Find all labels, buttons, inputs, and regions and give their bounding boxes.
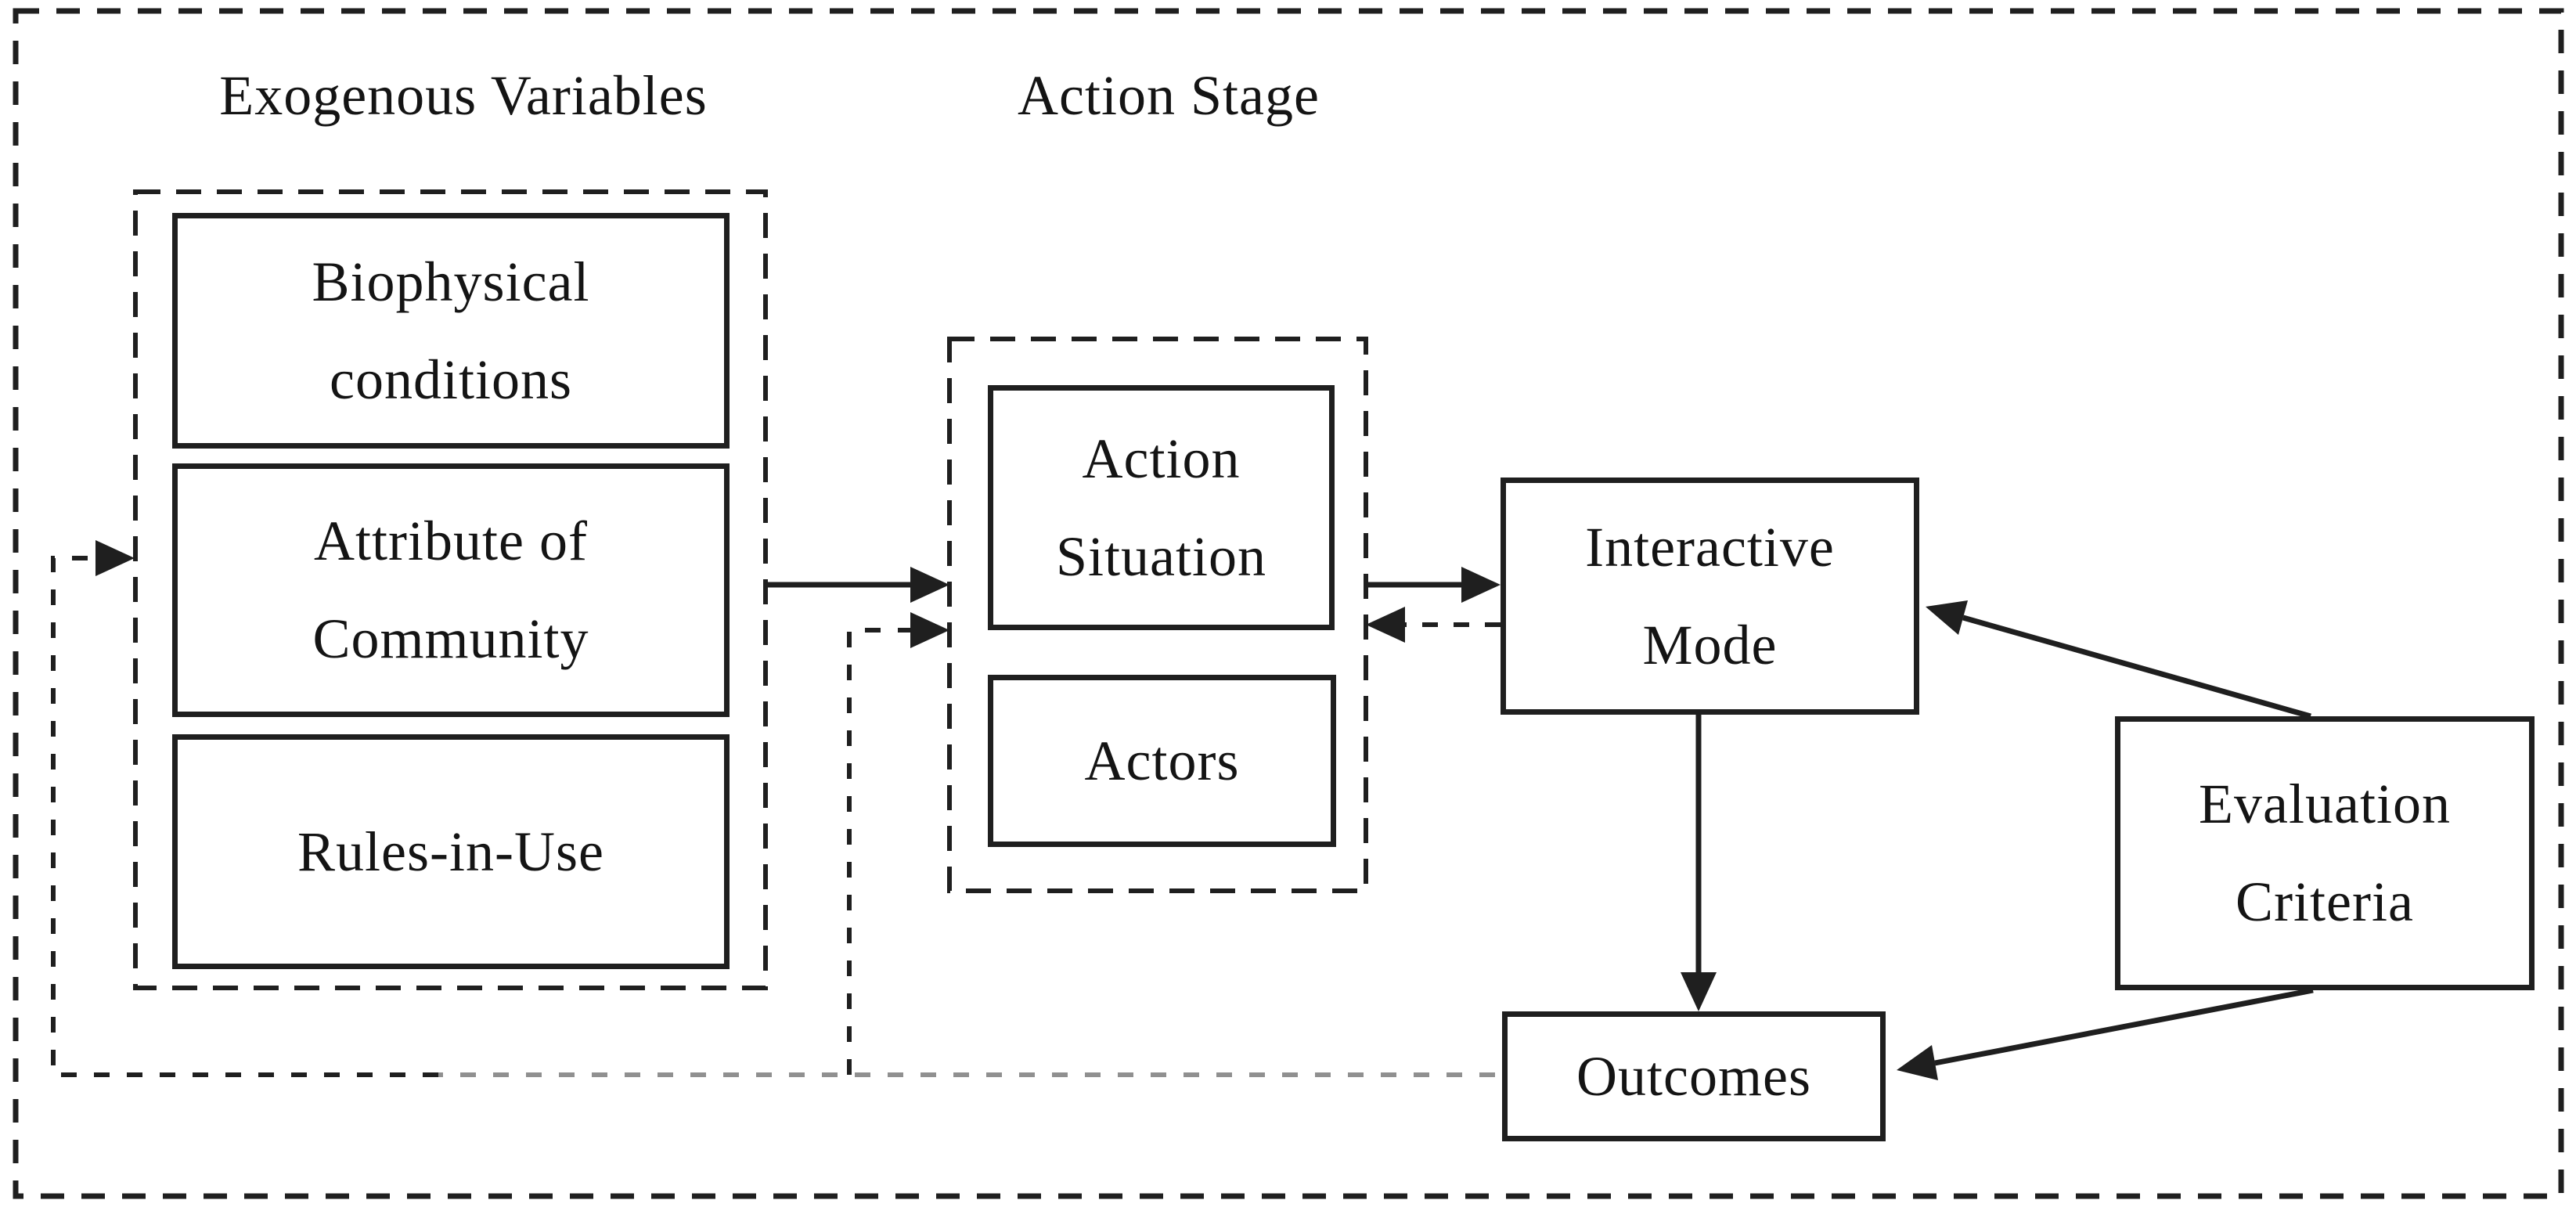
exogenous-variables-group-frame [133, 189, 768, 990]
interactive-mode-box: Interactive Mode [1501, 478, 1919, 715]
rules-in-use-box: Rules-in-Use [172, 734, 730, 969]
interactive-mode-line1: Interactive [1585, 515, 1835, 578]
action-situation-box: Action Situation [988, 385, 1335, 630]
actors-box: Actors [988, 675, 1336, 847]
biophysical-conditions-box: Biophysical conditions [172, 213, 730, 449]
biophysical-conditions-line1: Biophysical [312, 250, 590, 313]
feedback-outcomes-to-exogenous-head [95, 540, 135, 576]
interactive-mode-line2: Mode [1642, 613, 1778, 676]
attribute-of-community-line2: Community [312, 607, 589, 670]
action-situation-line1: Action [1082, 427, 1241, 490]
arrow-evaluation-to-outcomes [1934, 987, 2314, 1066]
evaluation-criteria-box: Evaluation Criteria [2115, 716, 2535, 990]
arrow-interactive-to-outcomes-head [1681, 972, 1717, 1011]
arrow-evaluation-to-interactive-head [1926, 600, 1968, 635]
outer-dashed-frame [13, 8, 2564, 1199]
arrow-interactive-to-action-dashed-head [1366, 607, 1405, 643]
attribute-of-community-line1: Attribute of [314, 510, 588, 572]
feedback-outcomes-to-action [847, 628, 914, 1075]
biophysical-conditions-line2: conditions [330, 348, 572, 411]
feedback-outcomes-to-action-head [910, 612, 949, 648]
evaluation-criteria-line2: Criteria [2236, 870, 2414, 933]
action-situation-line2: Situation [1055, 524, 1266, 588]
arrow-evaluation-to-outcomes-head [1897, 1045, 1938, 1080]
outcomes-line1: Outcomes [1576, 1044, 1811, 1108]
attribute-of-community-box: Attribute of Community [172, 463, 730, 717]
actors-line1: Actors [1084, 729, 1240, 792]
exogenous-variables-label: Exogenous Variables [219, 64, 708, 127]
arrow-evaluation-to-interactive [1962, 615, 2311, 719]
arrow-exogenous-to-action-head [910, 567, 949, 603]
feedback-outcomes-to-exogenous [51, 556, 438, 1077]
action-stage-group-frame [947, 337, 1368, 893]
action-stage-label: Action Stage [1018, 64, 1320, 127]
rules-in-use-line1: Rules-in-Use [297, 820, 604, 883]
arrow-action-to-interactive-head [1461, 567, 1501, 603]
outcomes-box: Outcomes [1502, 1011, 1886, 1141]
evaluation-criteria-line1: Evaluation [2199, 773, 2451, 835]
